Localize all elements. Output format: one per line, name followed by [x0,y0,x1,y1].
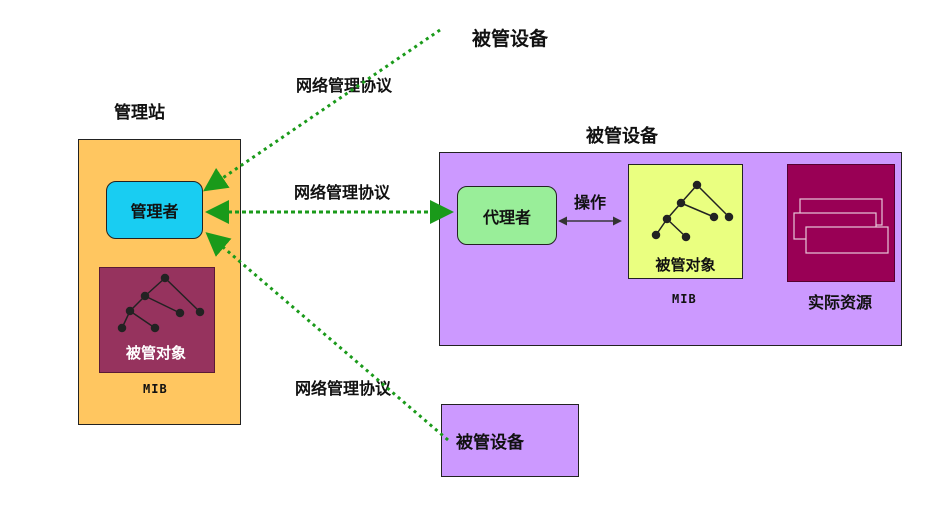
tree-icon [117,273,205,333]
protocol-label-top: 网络管理协议 [296,76,393,95]
operation-label: 操作 [574,193,607,212]
bottom-device-label: 被管设备 [456,433,524,453]
top-device-label: 被管设备 [472,28,549,50]
protocol-label-bottom: 网络管理协议 [295,379,392,398]
mib-left-box [99,267,215,373]
main-device-title: 被管设备 [586,126,658,147]
mib-left-tag: MIB [143,382,168,396]
manager-station-title: 管理站 [114,103,165,123]
mib-left-object-label: 被管对象 [125,344,186,362]
resource-box [787,164,895,282]
resource-icon [793,198,889,254]
arrow-to-top-device [203,28,441,192]
mib-right-box [628,164,743,279]
mib-right-tag: MIB [672,292,697,306]
protocol-label-middle: 网络管理协议 [294,183,391,202]
manager-node[interactable]: 管理者 [106,181,203,239]
bottom-device-box[interactable]: 被管设备 [441,404,579,477]
mib-right-object-label: 被管对象 [655,256,716,274]
arrow-from-bottom-device [205,232,449,442]
agent-node[interactable]: 代理者 [457,186,557,245]
agent-label: 代理者 [482,207,531,227]
tree-icon [651,180,734,242]
resource-label: 实际资源 [807,293,872,312]
manager-label: 管理者 [130,202,179,221]
